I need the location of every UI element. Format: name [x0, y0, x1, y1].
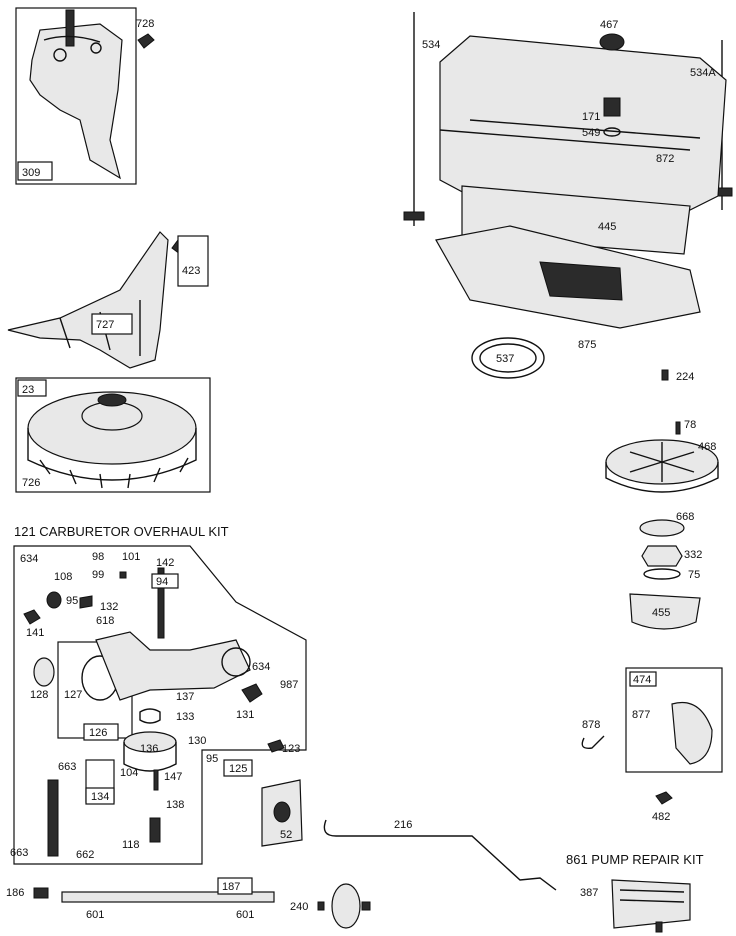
part-label-601-a: 601	[86, 909, 104, 921]
part-label-601-b: 601	[236, 909, 254, 921]
part-label-95-b: 95	[206, 753, 218, 765]
part-label-131: 131	[236, 709, 254, 721]
fuel-pump-illustration	[611, 879, 691, 933]
part-label-95-a: 95	[66, 595, 78, 607]
part-label-445: 445	[598, 221, 616, 233]
part-label-101: 101	[122, 551, 140, 563]
part-label-138: 138	[166, 799, 184, 811]
part-label-186: 186	[6, 887, 24, 899]
crankcase-cover-illustration	[15, 7, 155, 185]
carburetor-illustration	[13, 545, 307, 865]
part-label-668: 668	[676, 511, 694, 523]
part-label-877: 877	[632, 709, 650, 721]
pump-kit-title: 861 PUMP REPAIR KIT	[566, 852, 704, 867]
part-label-224: 224	[676, 371, 694, 383]
part-label-987: 987	[280, 679, 298, 691]
part-label-455: 455	[652, 607, 670, 619]
fuel-line-illustration	[323, 819, 557, 891]
part-label-332: 332	[684, 549, 702, 561]
part-label-878: 878	[582, 719, 600, 731]
part-label-309: 309	[22, 167, 40, 179]
air-cleaner-illustration	[403, 12, 733, 381]
part-label-634-b: 634	[252, 661, 270, 673]
part-label-727: 727	[96, 319, 114, 331]
part-label-142: 142	[156, 557, 174, 569]
part-label-187: 187	[222, 881, 240, 893]
part-label-78: 78	[684, 419, 696, 431]
part-label-104: 104	[120, 767, 138, 779]
part-label-663-b: 663	[10, 847, 28, 859]
part-label-136: 136	[140, 743, 158, 755]
part-label-387: 387	[580, 887, 598, 899]
part-label-634-a: 634	[20, 553, 38, 565]
part-label-75: 75	[688, 569, 700, 581]
part-label-537: 537	[496, 353, 514, 365]
part-label-549: 549	[582, 127, 600, 139]
governor-illustration	[581, 667, 723, 805]
part-label-482: 482	[652, 811, 670, 823]
part-label-468: 468	[698, 441, 716, 453]
part-label-467: 467	[600, 19, 618, 31]
part-label-133: 133	[176, 711, 194, 723]
part-label-126: 126	[89, 727, 107, 739]
part-label-141: 141	[26, 627, 44, 639]
part-label-130: 130	[188, 735, 206, 747]
part-label-132: 132	[100, 601, 118, 613]
part-label-728: 728	[136, 18, 154, 30]
part-label-663-a: 663	[58, 761, 76, 773]
air-vane-illustration	[7, 231, 209, 369]
part-label-147: 147	[164, 771, 182, 783]
part-label-534a: 534A	[690, 67, 716, 79]
part-label-108: 108	[54, 571, 72, 583]
part-label-423: 423	[182, 265, 200, 277]
part-label-98: 98	[92, 551, 104, 563]
carburetor-kit-title: 121 CARBURETOR OVERHAUL KIT	[14, 524, 229, 539]
part-label-240: 240	[290, 901, 308, 913]
part-label-618: 618	[96, 615, 114, 627]
part-label-662: 662	[76, 849, 94, 861]
part-label-534: 534	[422, 39, 440, 51]
starter-pulley-illustration	[605, 421, 719, 630]
part-label-123: 123	[282, 743, 300, 755]
part-label-23: 23	[22, 384, 34, 396]
part-label-52: 52	[280, 829, 292, 841]
part-label-474: 474	[633, 674, 651, 686]
part-label-726: 726	[22, 477, 40, 489]
flywheel-illustration	[15, 377, 211, 493]
part-label-99: 99	[92, 569, 104, 581]
part-label-171: 171	[582, 111, 600, 123]
part-label-875: 875	[578, 339, 596, 351]
part-label-137: 137	[176, 691, 194, 703]
part-label-127: 127	[64, 689, 82, 701]
fuel-pipe-illustration	[33, 877, 371, 929]
part-label-216: 216	[394, 819, 412, 831]
part-label-118: 118	[122, 839, 140, 851]
part-label-128: 128	[30, 689, 48, 701]
part-label-94: 94	[156, 576, 168, 588]
part-label-872: 872	[656, 153, 674, 165]
part-label-134: 134	[91, 791, 109, 803]
part-label-125: 125	[229, 763, 247, 775]
